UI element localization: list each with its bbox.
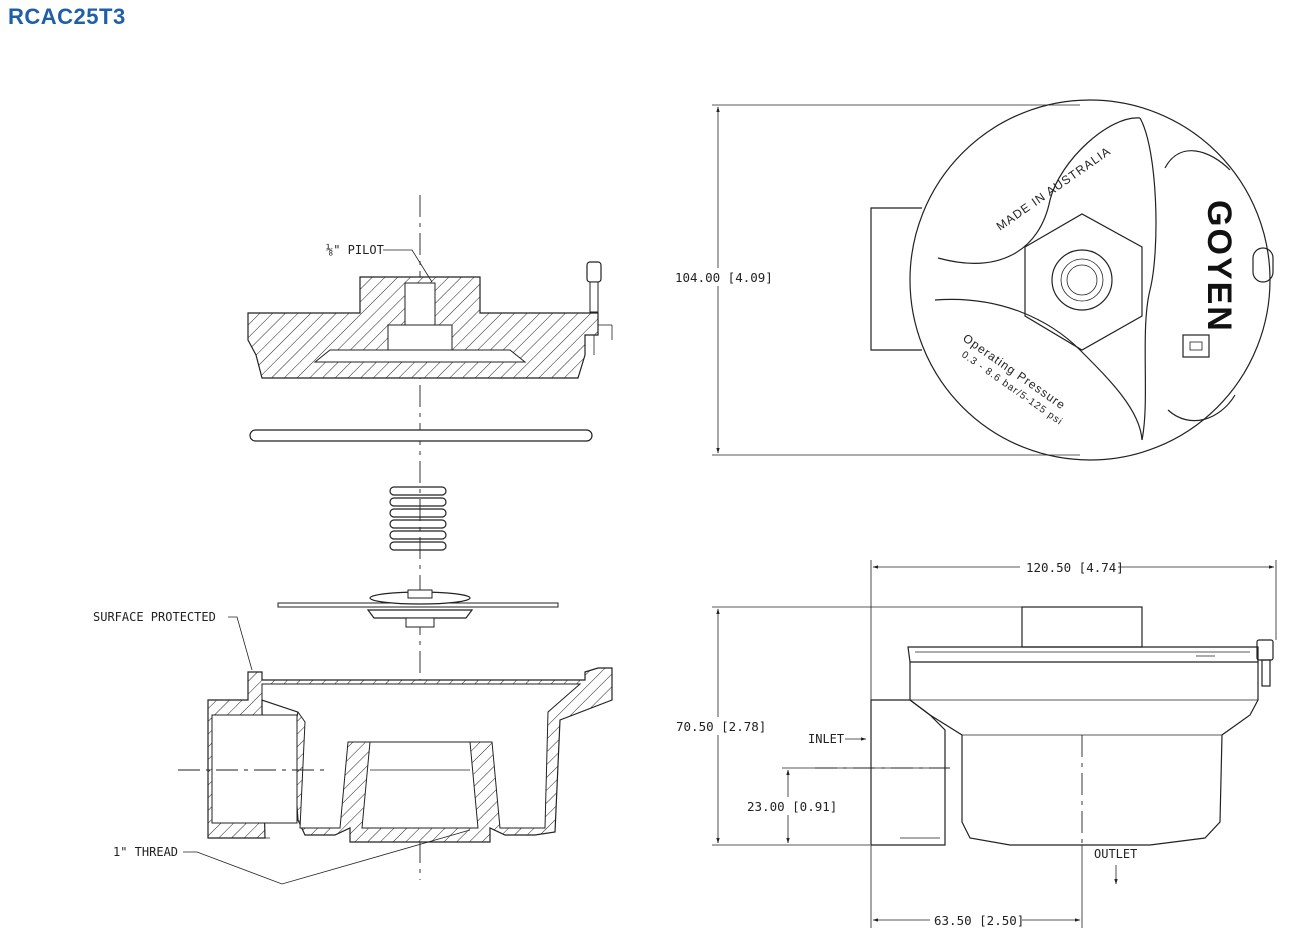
spring bbox=[389, 486, 447, 551]
outlet-label: OUTLET bbox=[1094, 847, 1137, 861]
emboss-made-in: MADE IN AUSTRALIA bbox=[994, 144, 1114, 234]
dim-outlet-offset: 63.50 [2.50] bbox=[934, 913, 1024, 928]
top-view: 104.00 [4.09] MADE IN AUSTRALIA Operatin… bbox=[674, 99, 1274, 461]
dim-inlet-height: 23.00 [0.91] bbox=[747, 799, 837, 814]
dim-width: 120.50 [4.74] bbox=[1026, 560, 1124, 575]
pilot-label: ⅛" PILOT bbox=[326, 243, 384, 257]
dim-height-side: 70.50 [2.78] bbox=[676, 719, 766, 734]
exploded-section-view: ⅛" PILOT bbox=[93, 195, 613, 885]
goyen-logo-icon bbox=[1182, 334, 1210, 358]
page-title: RCAC25T3 bbox=[8, 4, 126, 29]
inlet-label: INLET bbox=[808, 732, 844, 746]
diaphragm bbox=[277, 589, 559, 628]
pilot-pin bbox=[586, 261, 602, 283]
hex-boss bbox=[1024, 213, 1143, 351]
edge-pin bbox=[1252, 247, 1274, 283]
o-ring bbox=[249, 429, 593, 442]
surface-label: SURFACE PROTECTED bbox=[93, 610, 216, 624]
thread-label: 1" THREAD bbox=[113, 845, 178, 859]
side-body bbox=[815, 606, 1274, 846]
side-view: 120.50 [4.74] 70.50 [2.78] 23.00 [0.91] bbox=[674, 559, 1277, 928]
inlet-stub bbox=[870, 207, 922, 351]
brand-goyen: GOYEN bbox=[1200, 200, 1238, 333]
dim-height-top: 104.00 [4.09] bbox=[675, 270, 773, 285]
emboss-op-pressure: Operating Pressure bbox=[960, 331, 1068, 412]
valve-cover-disc bbox=[909, 99, 1271, 461]
